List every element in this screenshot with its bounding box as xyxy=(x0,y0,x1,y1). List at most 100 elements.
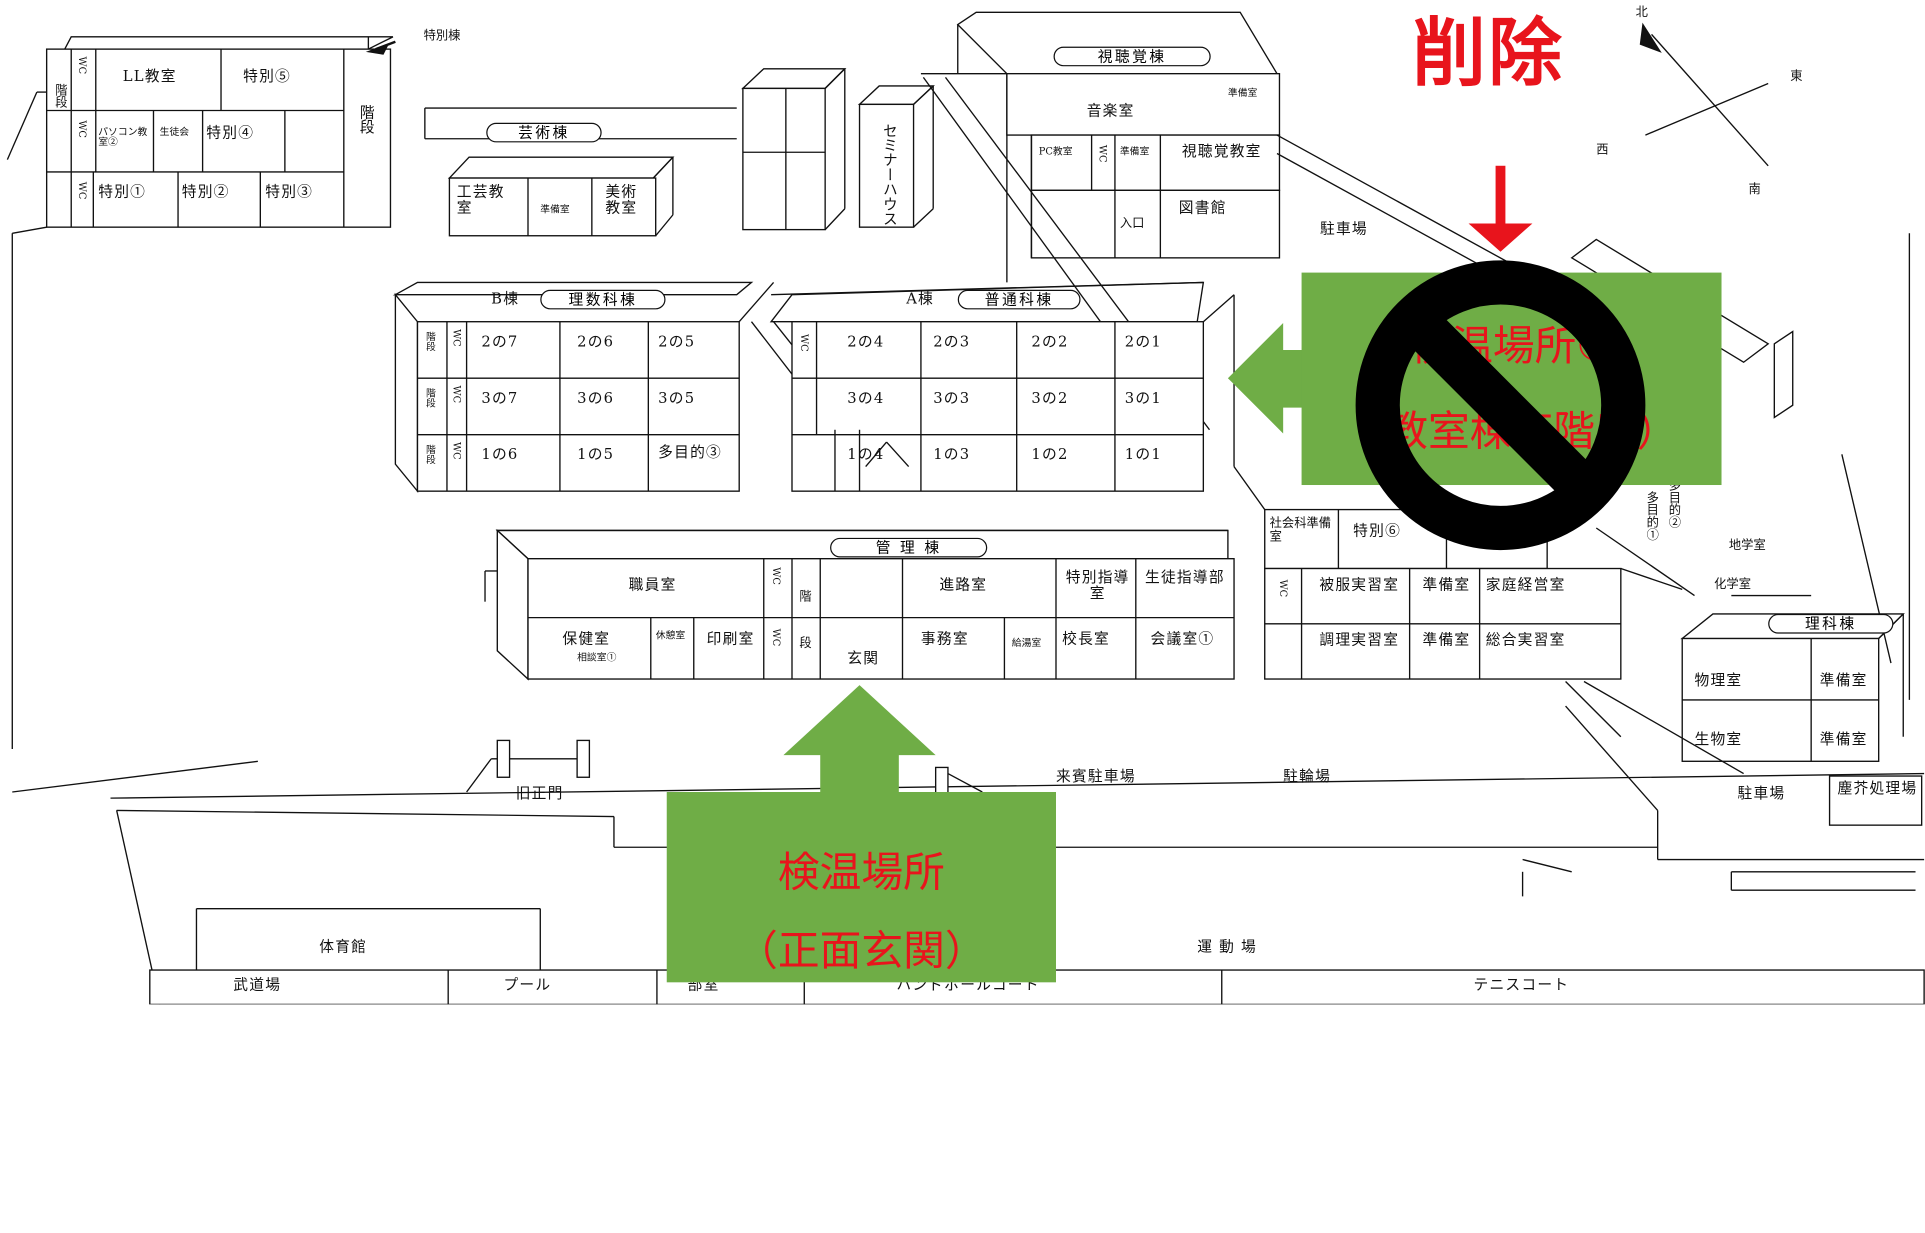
b-wc-2: WC xyxy=(451,385,463,404)
kitchenette-label: 給湯室 xyxy=(1011,637,1042,649)
student-guidance-label: 生徒指導部 xyxy=(1144,568,1225,586)
compass-east: 東 xyxy=(1790,69,1803,84)
home-mgmt-label: 家庭経営室 xyxy=(1485,575,1566,594)
gym-label: 体育館 xyxy=(319,938,368,956)
main-callout-line2: （正面玄関） xyxy=(736,927,987,977)
room-2-7: 2の7 xyxy=(481,332,519,350)
admin-wc-2: WC xyxy=(770,628,782,647)
print-room-label: 印刷室 xyxy=(706,629,755,648)
room-2-6: 2の6 xyxy=(577,332,615,350)
wc-label-2: WC xyxy=(76,120,88,138)
dojo-label: 武道場 xyxy=(233,976,282,994)
room-2-2: 2の2 xyxy=(1031,332,1069,350)
room-1-6: 1の6 xyxy=(481,445,519,463)
health-room-label: 保健室 xyxy=(562,629,611,648)
science-building-shape xyxy=(1570,238,1905,762)
special4-label: 特別④ xyxy=(206,124,255,142)
b-building-label: B棟 xyxy=(491,289,520,307)
compass-rose xyxy=(1639,22,1769,167)
deleted-label: 削除 xyxy=(1412,11,1565,98)
playground-label: 運 動 場 xyxy=(1197,938,1257,956)
prep-room-label: 準備室 xyxy=(540,203,570,215)
compass-south: 南 xyxy=(1748,182,1761,197)
left-arrow-icon xyxy=(1227,322,1314,434)
admin-building-pill: 管 理 棟 xyxy=(830,537,988,558)
admin-stairs-dan: 段 xyxy=(799,637,812,651)
seminar-house-label: セミナーハウス xyxy=(881,122,899,226)
home-econ-building-shape xyxy=(1233,466,1683,680)
earth-sci-label: 地学室 xyxy=(1728,539,1766,553)
room-3-7: 3の7 xyxy=(481,389,519,407)
office-label: 事務室 xyxy=(920,629,969,648)
prohibited-icon xyxy=(1355,260,1646,551)
parking-label: 駐車場 xyxy=(1319,219,1368,237)
pc-room2-label: パソコン教室② xyxy=(98,126,148,148)
room-2-4: 2の4 xyxy=(847,332,885,350)
stairs-label-left: 階段 xyxy=(52,83,66,109)
seminar-house-shape xyxy=(741,68,935,231)
special3-label: 特別③ xyxy=(265,182,314,201)
art-room-label: 美術教室 xyxy=(605,182,638,216)
callout-arrows xyxy=(783,165,1533,792)
room-3-1: 3の1 xyxy=(1124,389,1162,407)
room-2-5: 2の5 xyxy=(658,332,696,350)
pool-label: プール xyxy=(503,976,552,994)
b-wc-3: WC xyxy=(451,442,463,460)
special6-label: 特別⑥ xyxy=(1353,521,1402,540)
physics-prep-label: 準備室 xyxy=(1819,671,1868,689)
special5-label: 特別⑤ xyxy=(243,67,292,85)
av-prep-label: 準備室 xyxy=(1119,146,1150,158)
b-stairs-3: 階段 xyxy=(425,444,437,465)
student-council-label: 生徒会 xyxy=(159,126,190,138)
special1-label: 特別① xyxy=(98,182,147,201)
av-room-label: 視聴覚教室 xyxy=(1181,142,1262,160)
a-building-label: A棟 xyxy=(906,289,935,307)
craft-room-label: 工芸教室 xyxy=(456,182,505,216)
special2-label: 特別② xyxy=(181,182,230,201)
av-wc-label: WC xyxy=(1096,144,1109,163)
av-building-shape xyxy=(920,11,1523,431)
room-2-3: 2の3 xyxy=(933,332,971,350)
biology-prep-label: 準備室 xyxy=(1819,730,1868,748)
main-temp-check-callout: 検温場所 （正面玄関） xyxy=(666,791,1056,983)
map-lines xyxy=(6,11,1925,1005)
admin-wc-1: WC xyxy=(770,567,782,585)
room-3-4: 3の4 xyxy=(847,389,885,407)
social-prep-label: 社会科準備室 xyxy=(1269,516,1332,544)
room-1-4: 1の4 xyxy=(847,445,885,463)
general-practice-label: 総合実習室 xyxy=(1485,631,1566,649)
staff-room-label: 職員室 xyxy=(628,575,677,594)
b-wc-1: WC xyxy=(451,329,463,347)
meeting-room-label: 会議室① xyxy=(1150,629,1215,648)
up-arrow-icon xyxy=(783,685,936,792)
room-2-1: 2の1 xyxy=(1124,332,1162,350)
room-3-5: 3の5 xyxy=(658,389,696,407)
multipurpose3-label: 多目的③ xyxy=(658,443,723,461)
room-3-6: 3の6 xyxy=(577,389,615,407)
room-1-2: 1の2 xyxy=(1031,445,1069,463)
compass-west: 西 xyxy=(1596,143,1609,158)
physics-label: 物理室 xyxy=(1694,671,1743,689)
ll-room-label: LL教室 xyxy=(122,67,177,85)
room-1-3: 1の3 xyxy=(933,445,971,463)
classroom-buildings-shape xyxy=(392,281,1235,494)
principal-room-label: 校長室 xyxy=(1062,629,1111,648)
down-arrow-shaft xyxy=(1495,165,1506,230)
admin-building-shape xyxy=(484,528,1235,681)
counseling1-label: 相談室① xyxy=(577,652,617,664)
sewing-room-label: 被服実習室 xyxy=(1319,575,1400,594)
science-building-pill: 理科棟 xyxy=(1768,613,1894,634)
compass-north: 北 xyxy=(1635,6,1648,20)
special-building-label: 特別棟 xyxy=(423,29,461,43)
art-building-pill: 芸術棟 xyxy=(486,122,602,143)
multipurpose2-label: 多目的② xyxy=(1665,478,1680,528)
library-label: 図書館 xyxy=(1178,198,1227,217)
home-econ-wc: WC xyxy=(1277,579,1289,598)
down-arrow-icon xyxy=(1468,223,1533,252)
guest-parking-label: 来賓駐車場 xyxy=(1055,767,1136,785)
tennis-court-label: テニスコート xyxy=(1473,976,1570,994)
admin-stairs-kai: 階 xyxy=(799,590,812,605)
entrance-label: 入口 xyxy=(1119,217,1145,231)
multipurpose1-label: 多目的① xyxy=(1643,491,1658,541)
